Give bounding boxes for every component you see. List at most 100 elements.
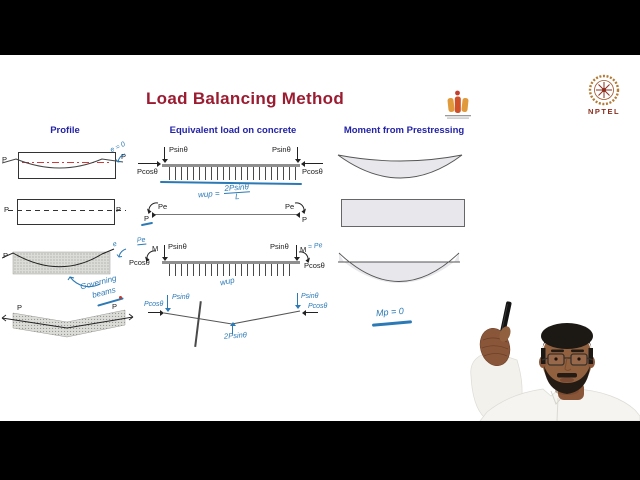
force-label: P (116, 205, 122, 214)
equation-lhs: wup = (197, 188, 220, 200)
handwritten-underline (371, 320, 413, 327)
sideburn (541, 348, 546, 364)
beard (544, 366, 590, 394)
force-label: P (2, 155, 8, 164)
row-1-moment-diagram (337, 154, 463, 179)
arrowhead-icon (164, 308, 171, 312)
arrowhead-icon (161, 159, 168, 163)
end-moment-label: Pe (158, 202, 168, 211)
presenter-webcam-figure (470, 301, 640, 421)
force-label: P (17, 303, 23, 312)
end-force-down-arrow (167, 295, 168, 309)
axial-force-label: Pcosθ (144, 301, 164, 308)
mouth (560, 377, 574, 383)
straight-tendon-line (8, 210, 126, 211)
arrowhead-icon (160, 309, 164, 316)
mustache (557, 373, 577, 378)
moment-value-note: Pe (136, 236, 146, 246)
end-moment-label: Pe (285, 202, 295, 211)
arrowhead-icon (294, 159, 301, 163)
axial-force-label: Pcosθ (308, 303, 328, 310)
center-force-up-arrow (232, 325, 233, 334)
vertical-force-label: Psinθ (270, 242, 289, 251)
end-moment-label: M (152, 244, 159, 253)
equation-fraction: 2Psinθ L (223, 182, 251, 202)
center-force-label: 2Psinθ (223, 330, 248, 341)
beam-rectangle (17, 199, 115, 225)
end-moment-arc-arrow (147, 202, 159, 214)
sideburn (588, 348, 593, 364)
column-header-moment: Moment from Prestressing (343, 125, 465, 136)
annotation-arrow-icon (116, 248, 127, 258)
arrowhead-icon (294, 305, 301, 309)
distributed-load-hatch (169, 167, 297, 180)
vertical-force-label: Psinθ (168, 242, 187, 251)
force-label: P (3, 251, 9, 260)
axial-force-label: Pcosθ (302, 167, 323, 176)
eye (577, 357, 581, 361)
end-moment-arc-arrow (294, 202, 306, 214)
thumb (499, 326, 511, 342)
axial-force-label: Pcosθ (129, 258, 150, 267)
balancing-load-note: wup (219, 275, 236, 288)
force-label: P (121, 152, 127, 161)
arrowhead-icon (296, 211, 300, 218)
column-header-equivalent-load: Equivalent load on concrete (169, 125, 297, 136)
beam-axis-line (152, 214, 300, 215)
arrowhead-icon (161, 257, 168, 261)
beam-axis-bar (162, 164, 300, 167)
hair-top (541, 323, 593, 349)
end-force-down-arrow (297, 293, 298, 306)
annotation-arrow-icon (115, 153, 126, 163)
distributed-load-hatch (169, 264, 295, 276)
end-moment-arc-arrow (145, 250, 157, 262)
eyebrow (571, 349, 584, 353)
end-force-down-arrow (164, 245, 165, 258)
beam-rectangle (18, 152, 116, 179)
end-force-down-arrow (296, 245, 297, 258)
force-label: P (112, 302, 118, 311)
nptel-logo-text: NPTEL (587, 107, 621, 116)
axial-force-label: P (302, 215, 308, 224)
nose (564, 357, 572, 371)
end-moment-arc-arrow (298, 251, 310, 263)
arrowhead-icon (293, 257, 300, 261)
end-force-down-arrow (297, 147, 298, 160)
concrete-beam-harped-tendon (1, 309, 134, 338)
column-header-profile: Profile (50, 125, 80, 136)
eye (554, 357, 558, 361)
vertical-force-label: Psinθ (169, 145, 188, 154)
axial-force-arrow (148, 312, 161, 313)
axial-force-arrow (304, 312, 318, 313)
end-moment-label: M (300, 245, 307, 254)
institute-logo (445, 90, 471, 119)
end-force-down-arrow (164, 147, 165, 160)
vertical-force-label: Psinθ (172, 294, 190, 301)
arrowhead-icon (152, 211, 156, 218)
vertical-force-label: Psinθ (272, 145, 291, 154)
arrowhead-icon (301, 160, 305, 167)
vertical-force-label: Psinθ (301, 293, 319, 300)
shirt-placket (556, 397, 559, 421)
balancing-load-equation: wup = 2Psinθ L (197, 182, 251, 204)
top-letterbox-bar (0, 0, 640, 55)
parabolic-tendon-line (2, 158, 124, 169)
eyebrow (551, 349, 564, 353)
red-dot-mark (119, 296, 122, 299)
force-label: P (4, 205, 10, 214)
beam-axis-bar (162, 261, 300, 264)
slide-title: Load Balancing Method (145, 89, 345, 108)
axial-force-arrow (138, 163, 158, 164)
note-squiggle-arrow (67, 276, 101, 288)
axial-force-label: Pcosθ (137, 167, 158, 176)
fraction-denominator: L (234, 191, 240, 202)
row-3-moment-diagram (338, 252, 460, 283)
arrowhead-icon (302, 309, 306, 316)
arrowhead-icon (229, 322, 236, 326)
bottom-letterbox-bar (0, 421, 640, 480)
axial-force-label: Pcosθ (304, 261, 325, 270)
row-2-moment-diagram (341, 199, 465, 227)
moment-value-note: = Pe (307, 242, 324, 251)
centroid-axis-line (22, 162, 110, 163)
